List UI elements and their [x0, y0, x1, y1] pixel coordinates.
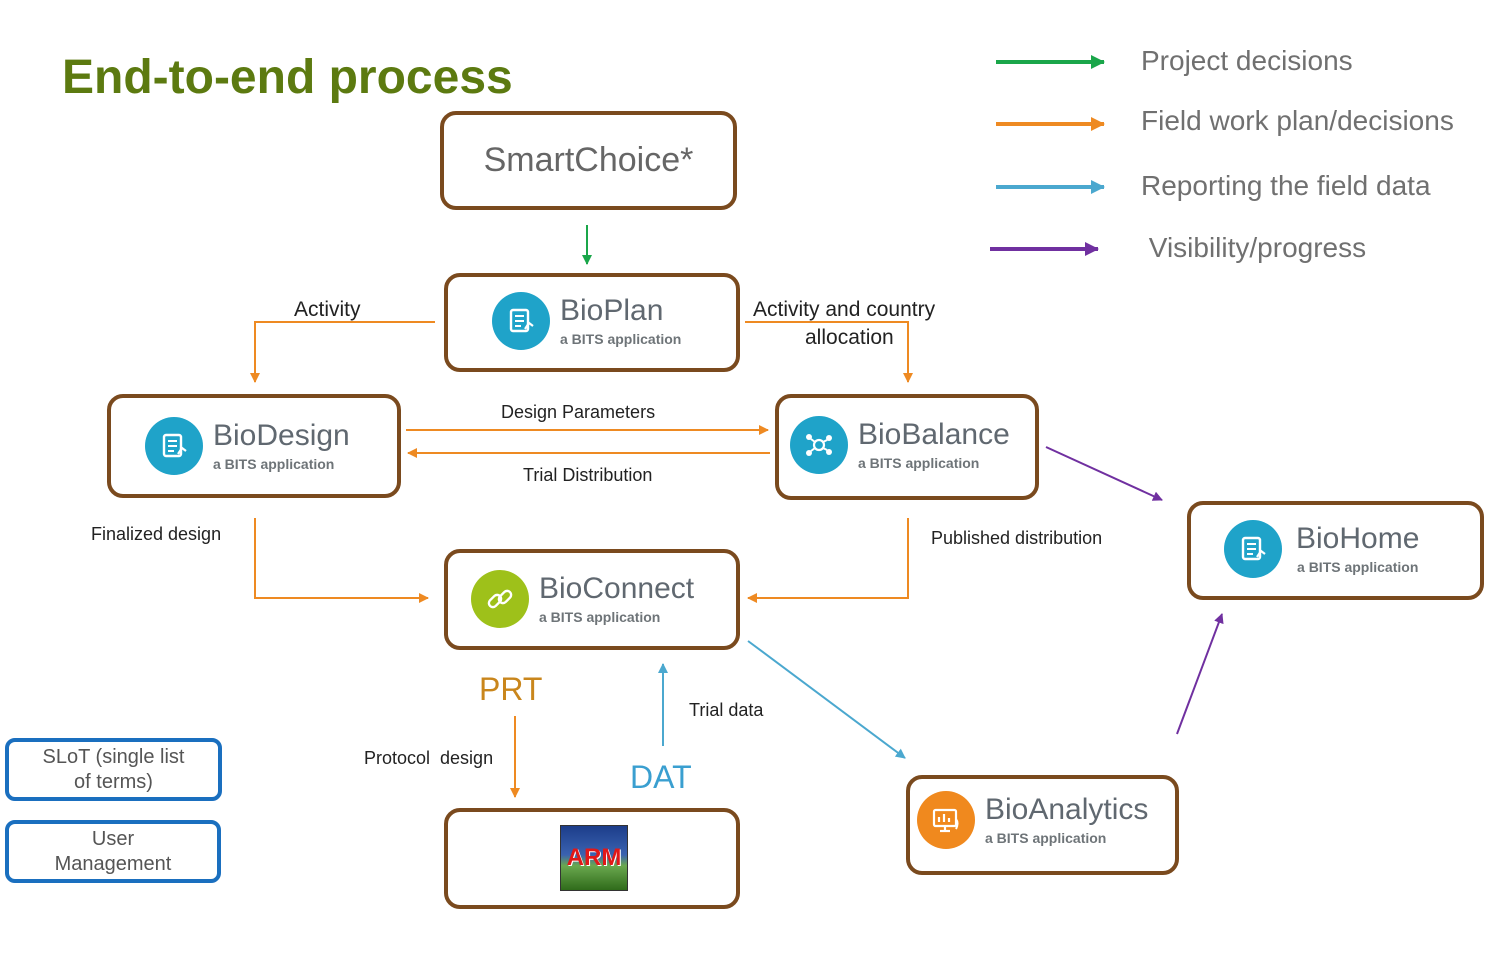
label-activity-country-2: allocation [805, 326, 894, 349]
biodesign-subtitle: a BITS application [213, 456, 335, 472]
user-management-line-1: User [91, 827, 135, 850]
biobalance-subtitle: a BITS application [858, 455, 980, 471]
edge-published-distribution [747, 518, 909, 603]
legend-visibility: Visibility/progress [1141, 232, 1367, 263]
bioanalytics-chart-icon [917, 791, 975, 849]
edge-bioconnect-bioanalytics [747, 640, 906, 759]
label-trial-data: Trial data [689, 700, 764, 720]
slot-line-2: of terms) [74, 770, 153, 793]
legend-field-work: Field work plan/decisions [1141, 105, 1454, 136]
edge-bioplan-biodesign [250, 321, 435, 383]
biohome-name: BioHome [1296, 522, 1420, 555]
biobalance-network-icon [790, 416, 848, 474]
label-published-distribution: Published distribution [931, 528, 1103, 548]
label-prt: PRT [479, 671, 543, 707]
biohome-content: BioHome a BITS application [1224, 520, 1419, 578]
legend-reporting: Reporting the field data [1141, 170, 1431, 201]
arm-logo-text: ARM [566, 844, 622, 871]
label-design-parameters: Design Parameters [501, 402, 656, 422]
label-activity-country-1: Activity and country [753, 298, 936, 321]
smartchoice-label: SmartChoice* [483, 141, 694, 179]
bioplan-checklist-icon [492, 292, 550, 350]
biodesign-content: BioDesign a BITS application [145, 417, 350, 475]
bioconnect-name: BioConnect [539, 572, 695, 605]
edge-finalized-design [254, 518, 429, 603]
legend-project-decisions: Project decisions [1141, 45, 1353, 76]
bioanalytics-subtitle: a BITS application [985, 830, 1107, 846]
label-trial-distribution: Trial Distribution [523, 465, 653, 485]
label-activity: Activity [294, 298, 361, 321]
edge-bioanalytics-biohome [1176, 613, 1224, 735]
arm-node[interactable] [444, 808, 740, 909]
biohome-checklist-icon [1224, 520, 1282, 578]
page-title: End-to-end process [62, 51, 513, 104]
bioplan-subtitle: a BITS application [560, 331, 682, 347]
biobalance-name: BioBalance [858, 418, 1010, 451]
biodesign-name: BioDesign [213, 419, 350, 452]
slot-box[interactable]: SLoT (single list of terms) [5, 738, 222, 801]
bioconnect-content: BioConnect a BITS application [471, 570, 694, 628]
slot-line-1: SLoT (single list [42, 745, 185, 768]
bioconnect-subtitle: a BITS application [539, 609, 661, 625]
arm-logo: ARM [560, 825, 628, 891]
biohome-subtitle: a BITS application [1297, 559, 1419, 575]
label-finalized-design: Finalized design [91, 524, 222, 544]
bioplan-name: BioPlan [560, 294, 664, 327]
bioconnect-link-icon [471, 570, 529, 628]
biodesign-checklist-icon [145, 417, 203, 475]
biobalance-content: BioBalance a BITS application [790, 416, 1010, 474]
bioanalytics-name: BioAnalytics [985, 793, 1149, 826]
bioplan-content: BioPlan a BITS application [492, 292, 681, 350]
edge-biobalance-biohome [1045, 446, 1163, 501]
smartchoice-node[interactable]: SmartChoice* [440, 111, 737, 210]
label-dat: DAT [630, 759, 692, 795]
bioanalytics-content: BioAnalytics a BITS application [917, 791, 1148, 849]
user-management-box[interactable]: User Management [5, 820, 221, 883]
label-protocol-design: Protocol design [364, 748, 494, 768]
user-management-line-2: Management [54, 852, 172, 875]
